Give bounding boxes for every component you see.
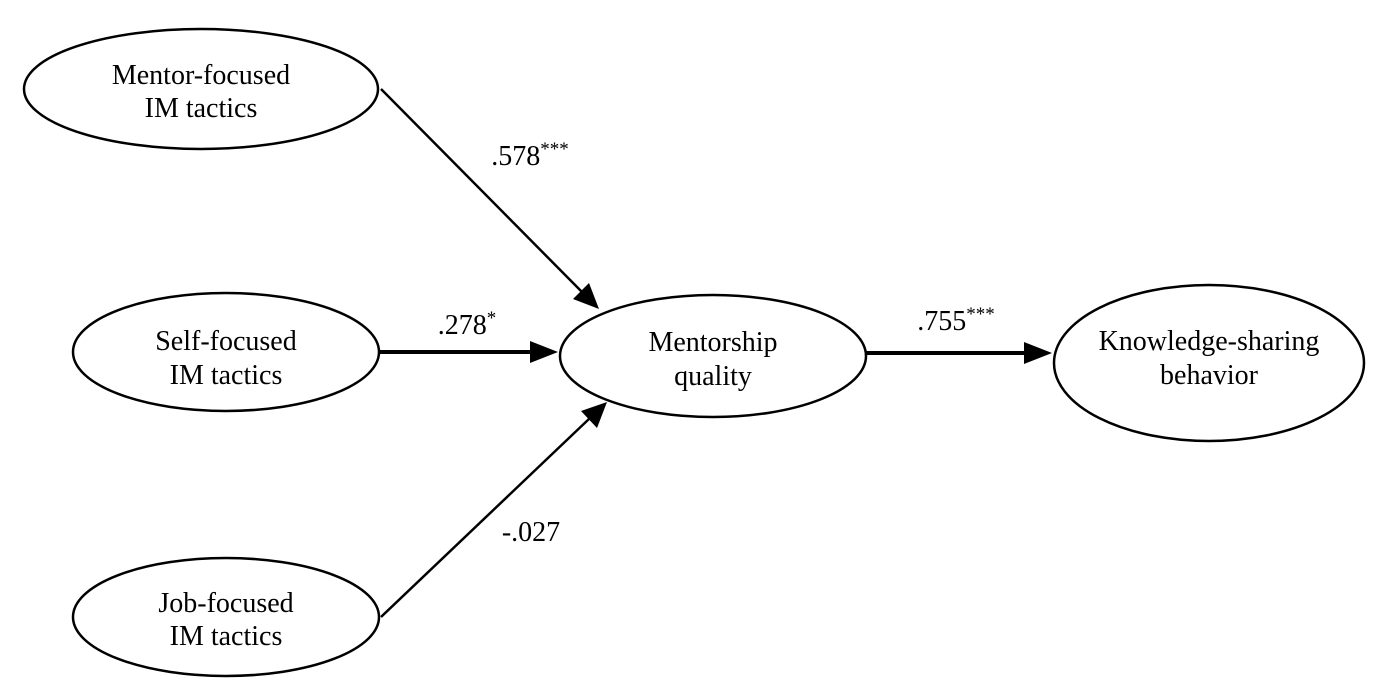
node-label-line-2: behavior (1160, 360, 1259, 391)
node-knowledge-sharing-behavior: Knowledge-sharing behavior (1052, 283, 1366, 443)
node-label-line-2: IM tactics (170, 360, 283, 391)
node-label-line-1: Self-focused (155, 326, 297, 357)
coefficient-value: .755 (917, 306, 966, 337)
node-label-line-1: Mentorship (648, 327, 777, 358)
edge-self-to-quality (378, 341, 558, 363)
node-mentor-focused-im-tactics: Mentor-focused IM tactics (22, 27, 380, 151)
node-label-line-2: quality (674, 361, 752, 392)
arrowhead (1024, 342, 1052, 364)
path-label-self-to-quality: .278* (438, 308, 497, 341)
path-label-quality-to-knowledge: .755*** (917, 304, 995, 337)
significance-stars: *** (540, 139, 569, 160)
coefficient-value: -.027 (502, 517, 560, 548)
path-label-job-to-quality: -.027 (502, 517, 560, 548)
node-ellipse (558, 293, 868, 419)
node-mentorship-quality: Mentorship quality (558, 293, 868, 419)
node-ellipse (22, 27, 380, 151)
node-ellipse (71, 291, 381, 413)
node-label-line-1: Job-focused (158, 588, 293, 619)
edge-job-to-quality (380, 402, 607, 618)
significance-stars: * (487, 308, 497, 329)
node-label-line-2: IM tactics (170, 621, 283, 652)
coefficient-value: .278 (438, 310, 487, 341)
edge-quality-to-knowledge (866, 342, 1052, 364)
arrowhead (573, 283, 599, 309)
node-self-focused-im-tactics: Self-focused IM tactics (71, 291, 381, 413)
edge-line (380, 417, 591, 618)
significance-stars: *** (966, 304, 995, 325)
coefficient-value: .578 (491, 141, 540, 172)
path-label-mentor-to-quality: .578*** (491, 139, 569, 172)
node-label-line-1: Knowledge-sharing (1099, 326, 1320, 357)
node-label-line-2: IM tactics (145, 93, 258, 124)
node-ellipse (71, 556, 381, 678)
node-ellipse (1052, 283, 1366, 443)
arrowhead (530, 341, 558, 363)
edge-line (380, 88, 584, 294)
edge-mentor-to-quality (380, 88, 599, 309)
node-label-line-1: Mentor-focused (112, 60, 290, 91)
node-job-focused-im-tactics: Job-focused IM tactics (71, 556, 381, 678)
arrowhead (581, 402, 607, 428)
